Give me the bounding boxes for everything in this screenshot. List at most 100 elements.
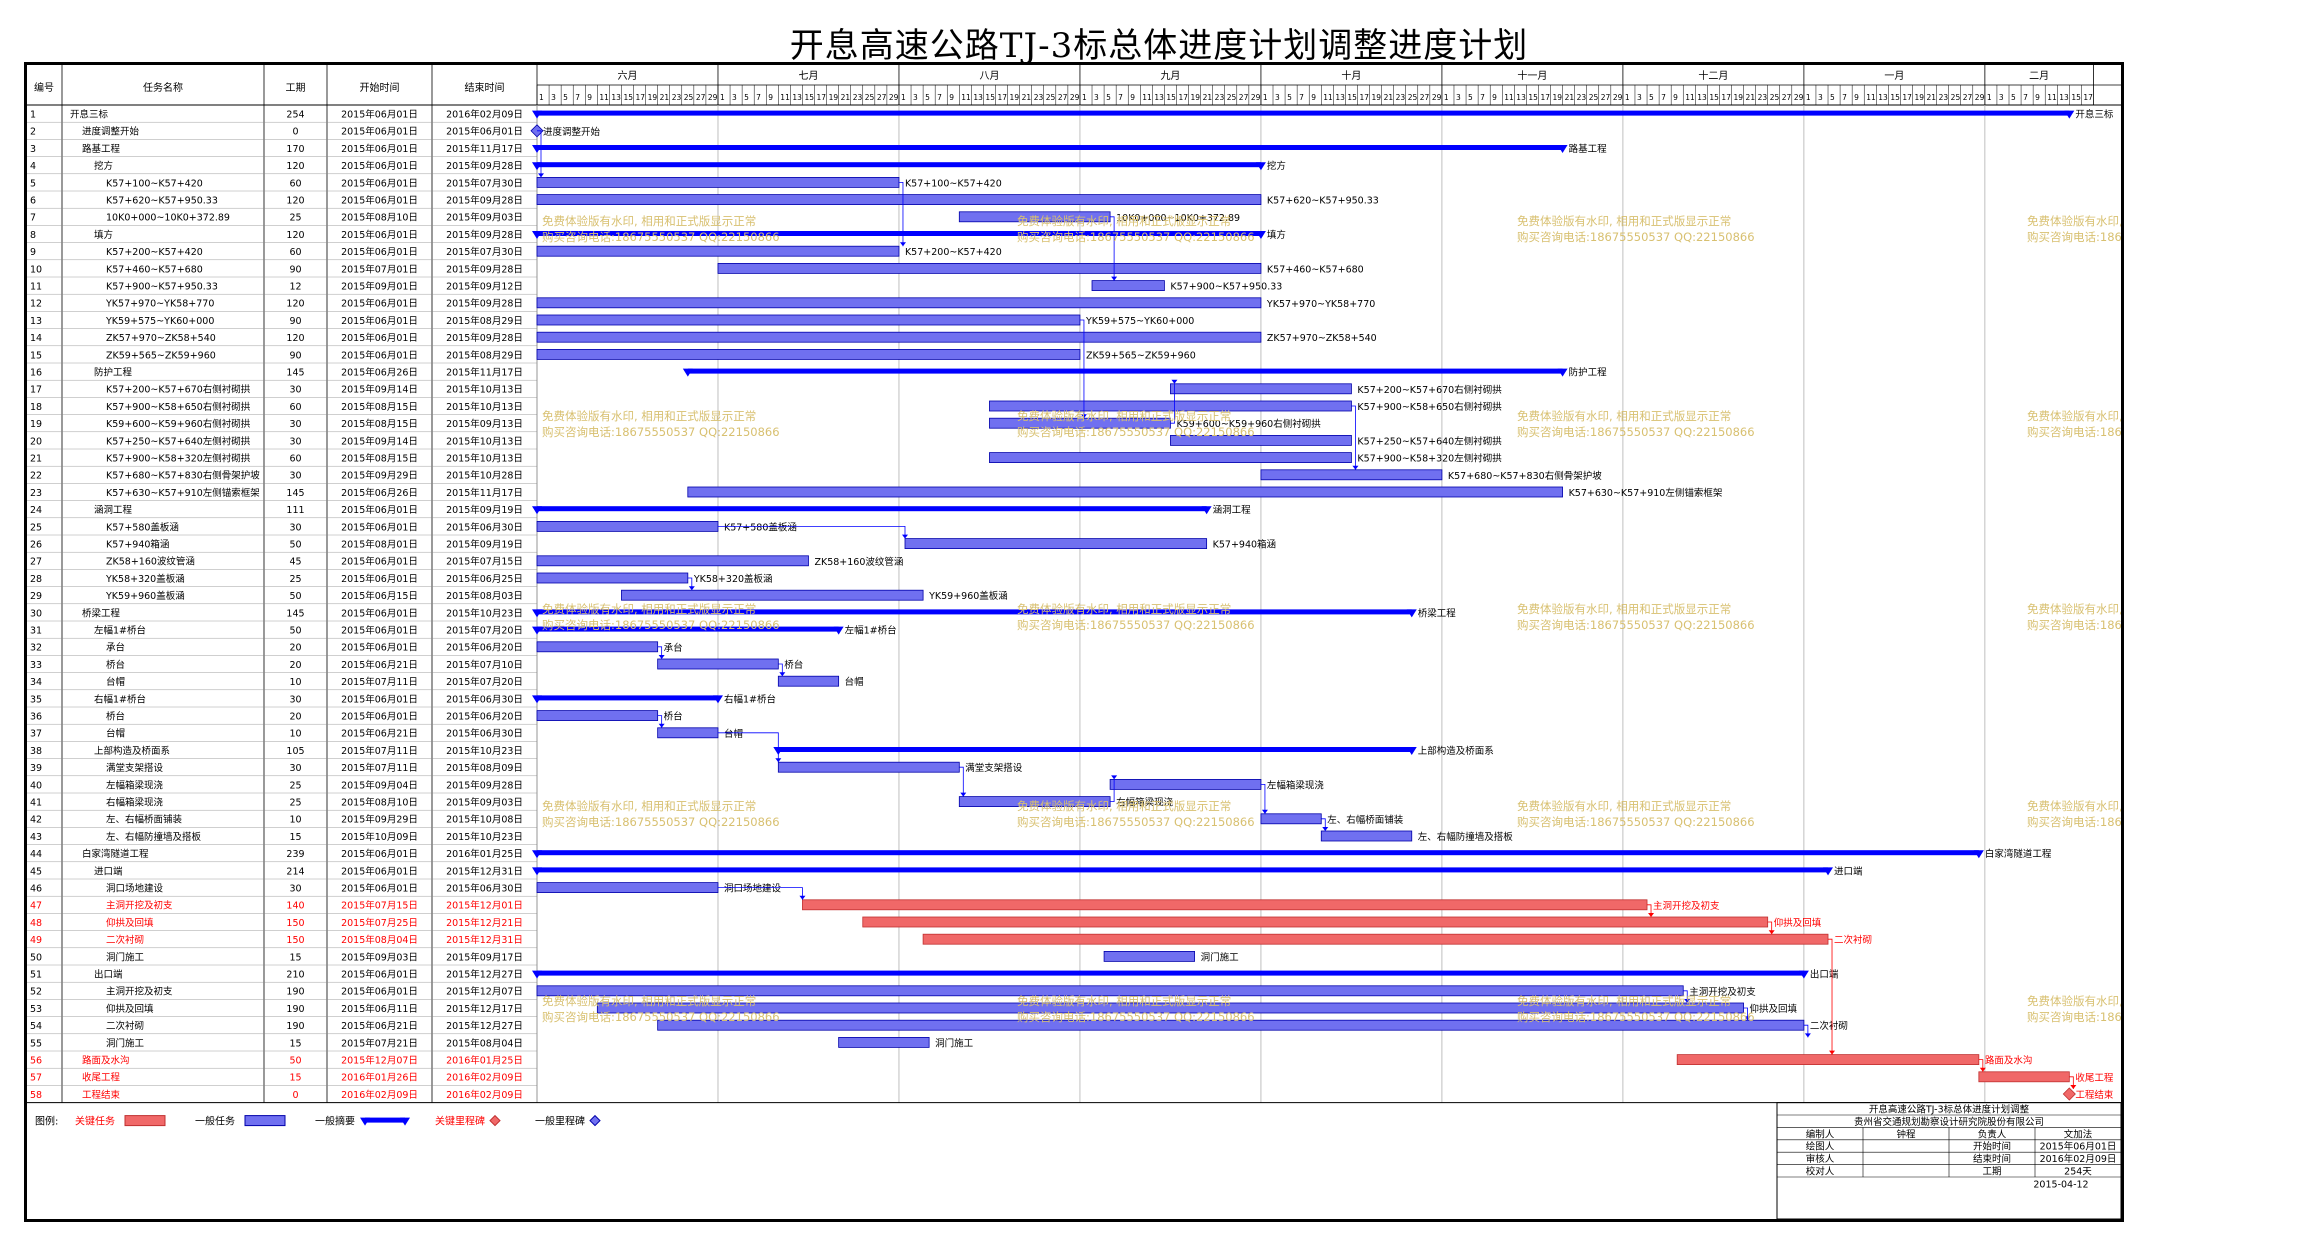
day-tick-label: 29 — [1975, 93, 1985, 102]
task-bar — [1260, 813, 1322, 825]
task-end-date: 2015年09月19日 — [446, 539, 523, 551]
task-duration: 150 — [286, 935, 304, 946]
dependency-arrow — [1322, 827, 1329, 831]
task-bar — [922, 933, 1829, 945]
day-tick-label: 13 — [973, 93, 983, 102]
task-duration: 30 — [289, 471, 301, 482]
month-label: 九月 — [1160, 70, 1180, 82]
task-bar — [1091, 280, 1165, 292]
task-end-date: 2015年09月28日 — [446, 160, 523, 172]
legend-label: 关键任务 — [75, 1115, 115, 1128]
task-name: 洞门施工 — [106, 1037, 145, 1049]
task-end-date: 2015年06月20日 — [446, 642, 523, 654]
task-start-date: 2015年06月01日 — [341, 160, 418, 172]
summary-end-cap — [712, 695, 723, 704]
task-duration: 12 — [289, 282, 301, 293]
summary-bar — [537, 231, 1261, 236]
task-name: 进度调整开始 — [82, 126, 140, 138]
task-duration: 111 — [286, 505, 304, 516]
task-id: 27 — [30, 557, 42, 568]
task-end-date: 2016年01月25日 — [446, 1055, 523, 1067]
summary-start-cap — [532, 110, 542, 119]
task-id: 13 — [30, 316, 42, 327]
task-start-date: 2015年06月01日 — [341, 642, 418, 654]
task-start-date: 2015年08月15日 — [341, 401, 418, 413]
day-tick-label: 13 — [1697, 93, 1707, 102]
task-end-date: 2015年09月19日 — [446, 504, 523, 516]
task-start-date: 2015年12月07日 — [341, 1055, 418, 1067]
task-end-date: 2015年10月28日 — [446, 470, 523, 482]
day-tick-label: 11 — [1504, 93, 1514, 102]
task-name: 台帽 — [106, 676, 125, 688]
task-end-date: 2016年02月09日 — [446, 1072, 523, 1084]
watermark-text: 免费体验版有水印, 相用和正式版显示正常 — [1517, 409, 1731, 423]
task-start-date: 2015年06月01日 — [341, 521, 418, 533]
task-end-date: 2015年11月17日 — [446, 143, 523, 155]
watermark-text: 免费体验版有水印, 相用和正式版显示正常 — [542, 214, 756, 228]
day-tick-label: 27 — [877, 93, 887, 102]
task-duration: 210 — [286, 970, 304, 981]
task-end-date: 2015年12月31日 — [446, 934, 523, 946]
task-start-date: 2015年10月09日 — [341, 831, 418, 843]
task-name: K57+900~K57+950.33 — [106, 282, 218, 293]
watermark-text: 购买咨询电话:18675550537 QQ:22150866 — [2027, 618, 2121, 632]
dependency-link — [1110, 216, 1115, 281]
task-end-date: 2016年01月25日 — [446, 848, 523, 860]
dependency-link — [1683, 990, 1688, 1003]
info-cell: 绘图人 — [1806, 1141, 1835, 1153]
summary-start-cap — [532, 231, 542, 239]
summary-start-cap — [532, 162, 542, 171]
task-id: 51 — [30, 970, 42, 981]
bar-label: YK59+575~YK60+000 — [1085, 316, 1194, 327]
watermark-text: 免费体验版有水印, 相用和正式版显示正常 — [2027, 602, 2121, 616]
day-tick-label: 9 — [1673, 93, 1678, 102]
day-tick-label: 21 — [660, 93, 670, 102]
day-tick-label: 27 — [1239, 93, 1249, 102]
task-duration: 50 — [289, 540, 301, 551]
dependency-arrow — [1352, 465, 1359, 470]
task-id: 7 — [30, 213, 36, 224]
day-tick-label: 11 — [1866, 93, 1876, 102]
task-duration: 105 — [286, 746, 304, 757]
task-id: 23 — [30, 488, 42, 499]
bar-label: YK57+970~YK58+770 — [1266, 299, 1375, 310]
dependency-arrow — [1768, 930, 1775, 935]
task-start-date: 2015年06月01日 — [341, 625, 418, 637]
bar-label: K57+200~K57+670右侧衬砌拱 — [1357, 384, 1502, 396]
dependency-link — [1170, 383, 1175, 424]
task-name: ZK57+970~ZK58+540 — [106, 333, 216, 344]
day-tick-label: 11 — [961, 93, 971, 102]
task-duration: 30 — [289, 694, 301, 705]
task-name: 开息三标 — [70, 109, 109, 121]
bar-label: K57+580盖板涵 — [724, 521, 797, 533]
day-tick-label: 19 — [1191, 93, 1201, 102]
day-tick-label: 3 — [1637, 93, 1642, 102]
bar-label: 仰拱及回填 — [1750, 1003, 1798, 1015]
task-name: 左幅1#桥台 — [94, 625, 146, 637]
task-end-date: 2015年10月13日 — [446, 401, 523, 413]
day-tick-label: 3 — [1094, 93, 1099, 102]
task-end-date: 2015年06月25日 — [446, 573, 523, 585]
bar-label: 左幅箱梁现浇 — [1267, 779, 1325, 791]
day-tick-label: 5 — [1468, 93, 1473, 102]
day-tick-label: 9 — [2035, 93, 2040, 102]
task-id: 33 — [30, 660, 42, 671]
info-cell: 钟程 — [1896, 1128, 1916, 1140]
watermark-text: 购买咨询电话:18675550537 QQ:22150866 — [1017, 230, 1255, 244]
task-duration: 25 — [289, 780, 301, 791]
task-start-date: 2015年06月01日 — [341, 126, 418, 138]
task-name: 白家湾隧道工程 — [82, 848, 149, 860]
task-bar — [777, 761, 960, 773]
task-duration: 145 — [286, 608, 304, 619]
day-tick-label: 5 — [1830, 93, 1835, 102]
watermark-text: 购买咨询电话:18675550537 QQ:22150866 — [1517, 425, 1755, 439]
day-tick-label: 5 — [1106, 93, 1111, 102]
task-id: 54 — [30, 1021, 42, 1032]
task-duration: 45 — [289, 557, 301, 568]
day-tick-label: 19 — [1914, 93, 1924, 102]
task-start-date: 2015年06月01日 — [341, 177, 418, 189]
task-id: 29 — [30, 591, 42, 602]
task-name: K57+200~K57+670右侧衬砌拱 — [106, 384, 251, 396]
day-tick-label: 29 — [1251, 93, 1261, 102]
watermark-text: 免费体验版有水印, 相用和正式版显示正常 — [1017, 214, 1231, 228]
